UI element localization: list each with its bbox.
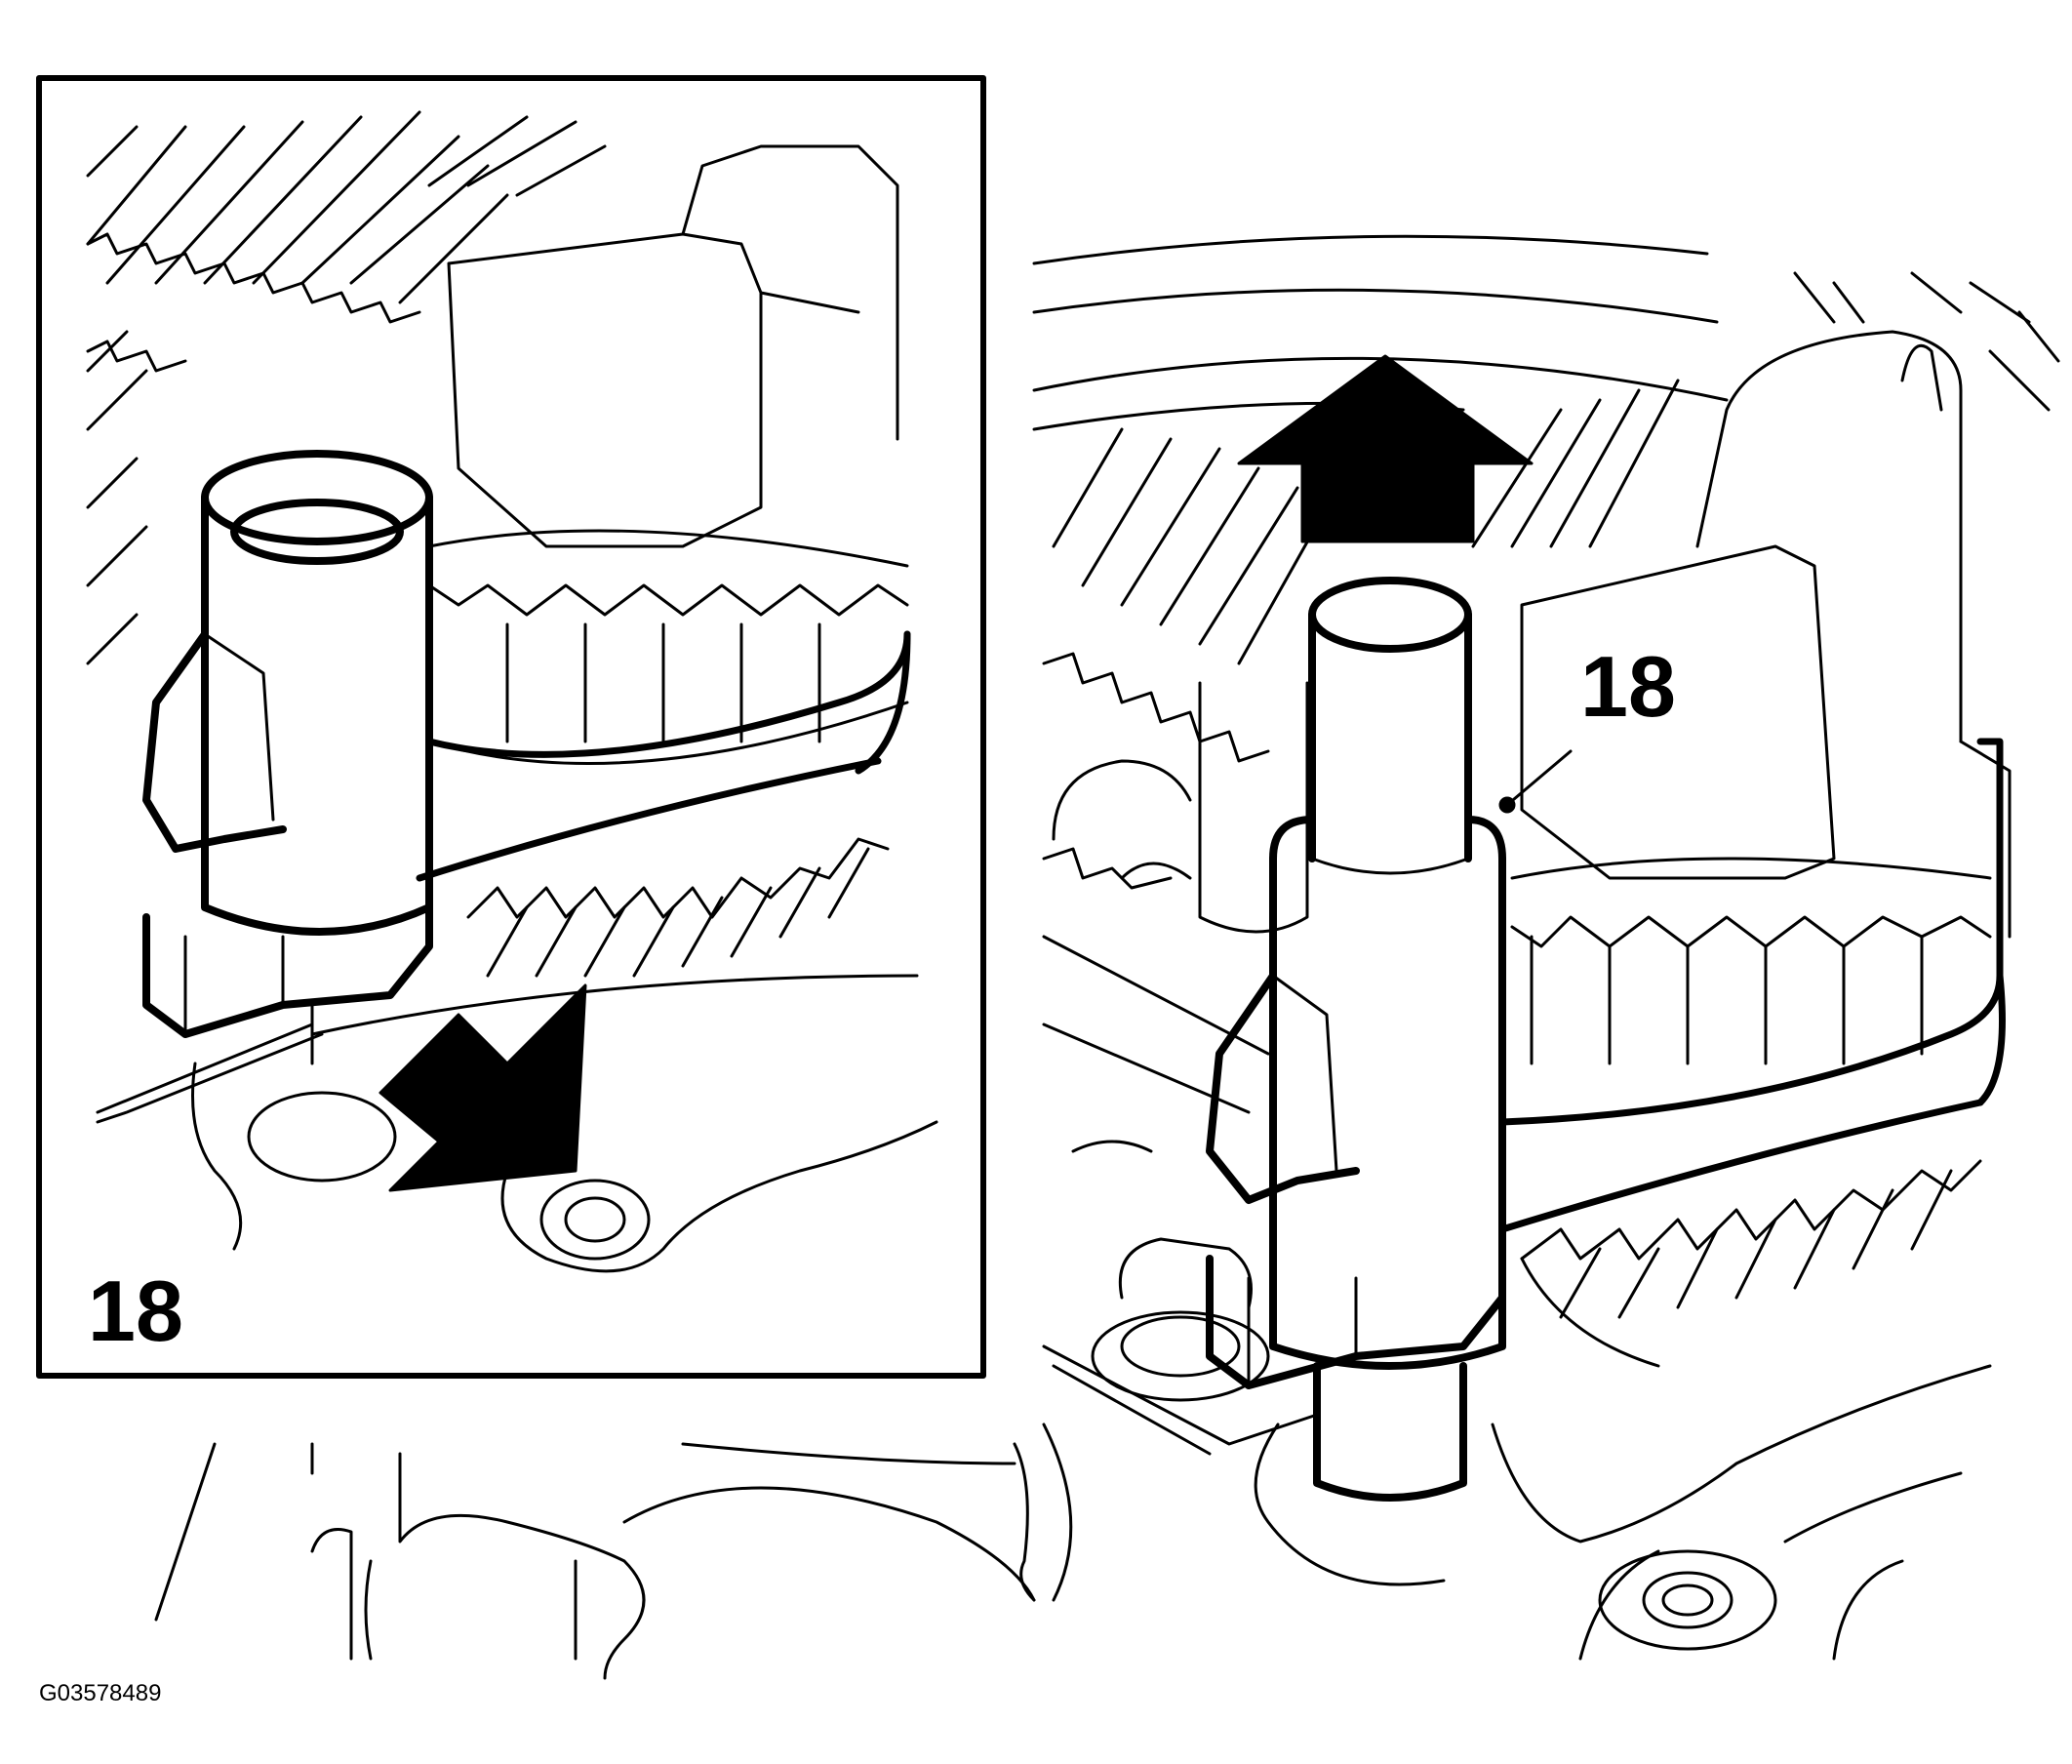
main-base-plate (1044, 761, 1990, 1659)
main-fork-rail (1502, 976, 2000, 1122)
lower-housing (156, 1444, 1034, 1678)
main-sleeve (1273, 820, 1502, 1366)
inset-gear-ring (429, 585, 907, 615)
inset-panel (39, 78, 983, 1376)
main-top-gear-teeth (1044, 654, 1268, 761)
main-fork-arm (1697, 332, 1961, 742)
main-gear-ring (1512, 917, 1990, 946)
main-fork-tab (1210, 976, 1356, 1200)
callout-part-label: 18 (1580, 638, 1676, 735)
main-view (1034, 236, 2058, 1659)
main-fork-block (1522, 546, 1834, 878)
main-up-arrow-icon (1239, 356, 1532, 541)
inset-base-plate (98, 976, 936, 1271)
inset-top-gear-teeth (88, 234, 419, 322)
inset-fork-block (449, 234, 761, 546)
figure-id: G03578489 (39, 1680, 162, 1706)
main-back-cylinder (1200, 683, 1307, 932)
inset-arrow-icon (380, 985, 585, 1190)
inset-top-gear-teeth-2 (88, 341, 185, 371)
main-lower-gear (1522, 1161, 1980, 1366)
inset-frame (39, 78, 983, 1376)
callout-leader (1499, 751, 1571, 813)
inset-cylinder (205, 454, 429, 932)
inset-part-label: 18 (88, 1263, 183, 1359)
main-gear-hatching (1054, 273, 2058, 663)
main-bolt (1093, 1239, 1268, 1400)
inset-fork-tab (146, 634, 283, 849)
inset-fork-arm (683, 146, 897, 439)
inset-fork-rail (429, 634, 907, 754)
inset-lower-gear (468, 839, 888, 976)
inset-gear-hatching (88, 112, 605, 663)
